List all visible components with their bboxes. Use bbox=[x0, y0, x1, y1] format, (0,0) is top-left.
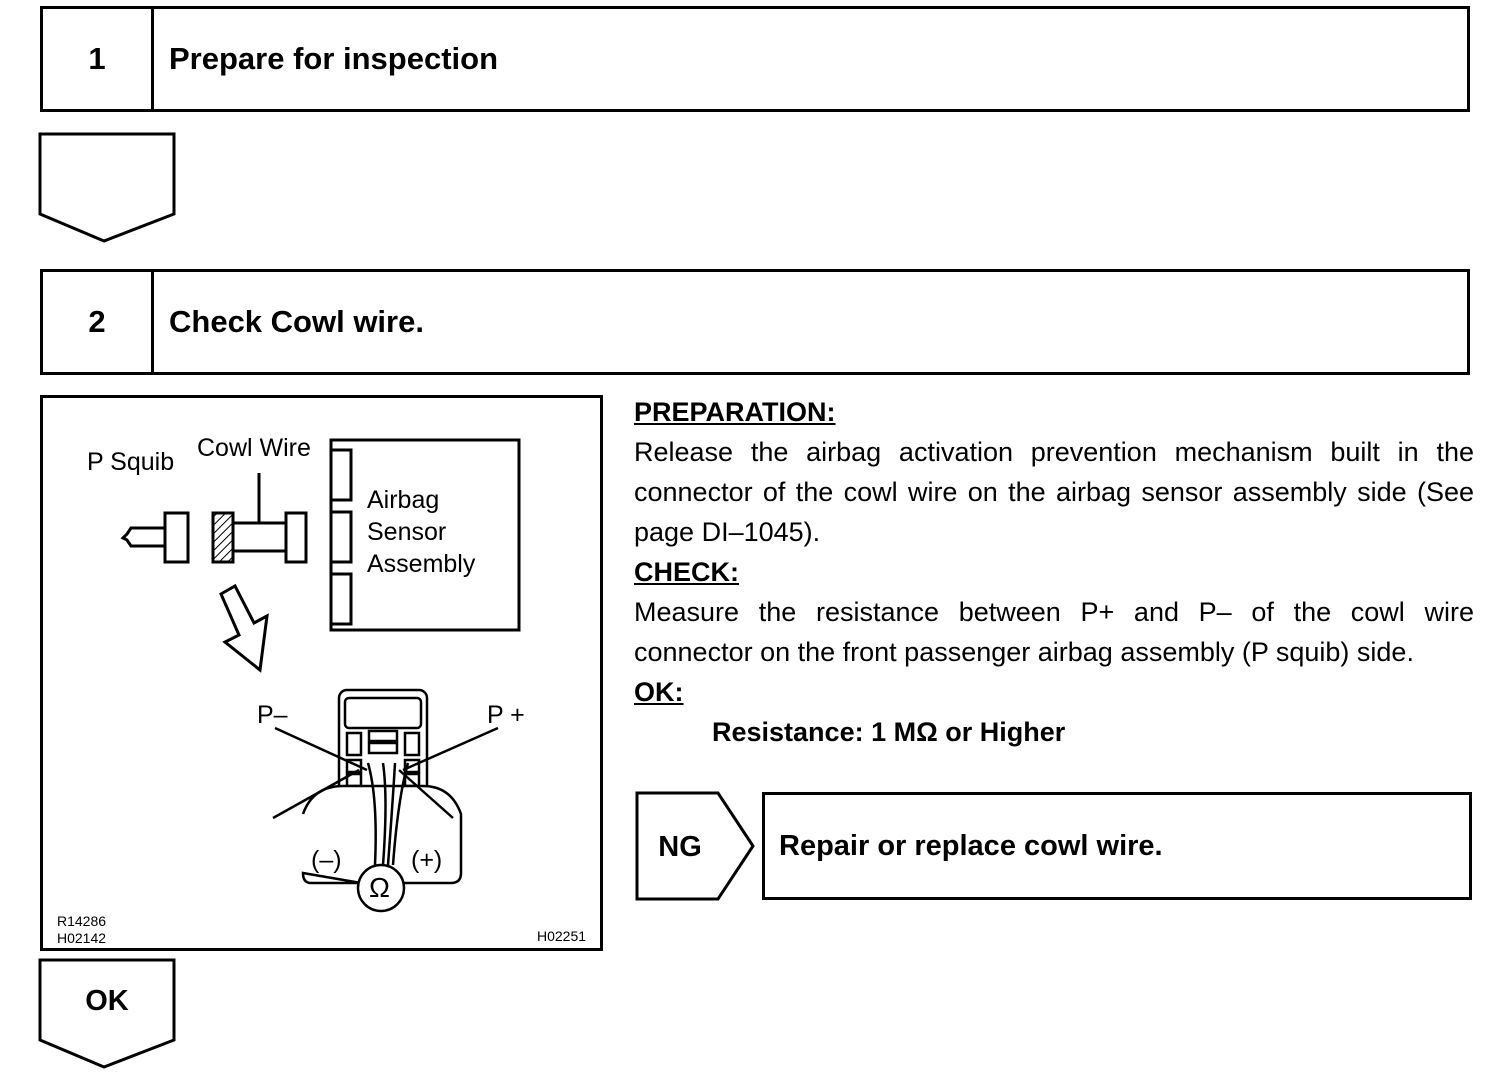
ohm-symbol: Ω bbox=[369, 872, 390, 903]
p-squib-connector-icon bbox=[120, 511, 190, 564]
ohmmeter-icon bbox=[272, 726, 499, 913]
step-2-number: 2 bbox=[43, 272, 154, 372]
label-negative: (–) bbox=[311, 846, 342, 874]
label-sensor: Sensor bbox=[367, 518, 447, 546]
instructions-panel: PREPARATION: Release the airbag activati… bbox=[634, 392, 1474, 752]
check-text: Measure the resistance between P+ and P–… bbox=[634, 597, 1474, 667]
connector-diagram bbox=[120, 438, 521, 913]
step-1-title: Prepare for inspection bbox=[169, 41, 499, 76]
figure-code-1: R14286 bbox=[57, 913, 107, 929]
ng-action-box: Repair or replace cowl wire. bbox=[762, 792, 1472, 900]
ng-action-text: Repair or replace cowl wire. bbox=[779, 829, 1163, 862]
ok-heading: OK: bbox=[634, 677, 684, 707]
label-airbag: Airbag bbox=[367, 486, 440, 514]
label-cowl-wire: Cowl Wire bbox=[197, 434, 311, 462]
step-1-box: 1 Prepare for inspection bbox=[40, 6, 1470, 112]
step-1-number: 1 bbox=[43, 9, 154, 109]
cowl-wire-icon bbox=[211, 473, 308, 564]
label-assembly: Assembly bbox=[367, 550, 476, 578]
step-2-box: 2 Check Cowl wire. bbox=[40, 269, 1470, 375]
ok-spec: Resistance: 1 MΩ or Higher bbox=[712, 717, 1066, 747]
label-p-minus: P– bbox=[257, 701, 288, 729]
airbag-sensor-assembly-icon bbox=[329, 438, 521, 632]
label-p-squib: P Squib bbox=[87, 448, 175, 476]
preparation-text: Release the airbag activation prevention… bbox=[634, 437, 1474, 547]
flow-arrow-down-icon bbox=[38, 132, 176, 243]
check-heading: CHECK: bbox=[634, 557, 739, 587]
hollow-arrow-icon bbox=[219, 583, 269, 673]
step-2-title: Check Cowl wire. bbox=[169, 304, 424, 339]
figure-code-3: H02251 bbox=[537, 928, 587, 944]
label-p-plus: P + bbox=[487, 701, 525, 729]
figure-code-2: H02142 bbox=[57, 930, 107, 946]
ok-label: OK bbox=[85, 984, 129, 1017]
label-positive: (+) bbox=[411, 846, 443, 874]
ng-label: NG bbox=[658, 830, 702, 863]
wiring-figure: P Squib Cowl Wire Airbag Sensor Assembly… bbox=[40, 395, 603, 951]
preparation-heading: PREPARATION: bbox=[634, 397, 836, 427]
